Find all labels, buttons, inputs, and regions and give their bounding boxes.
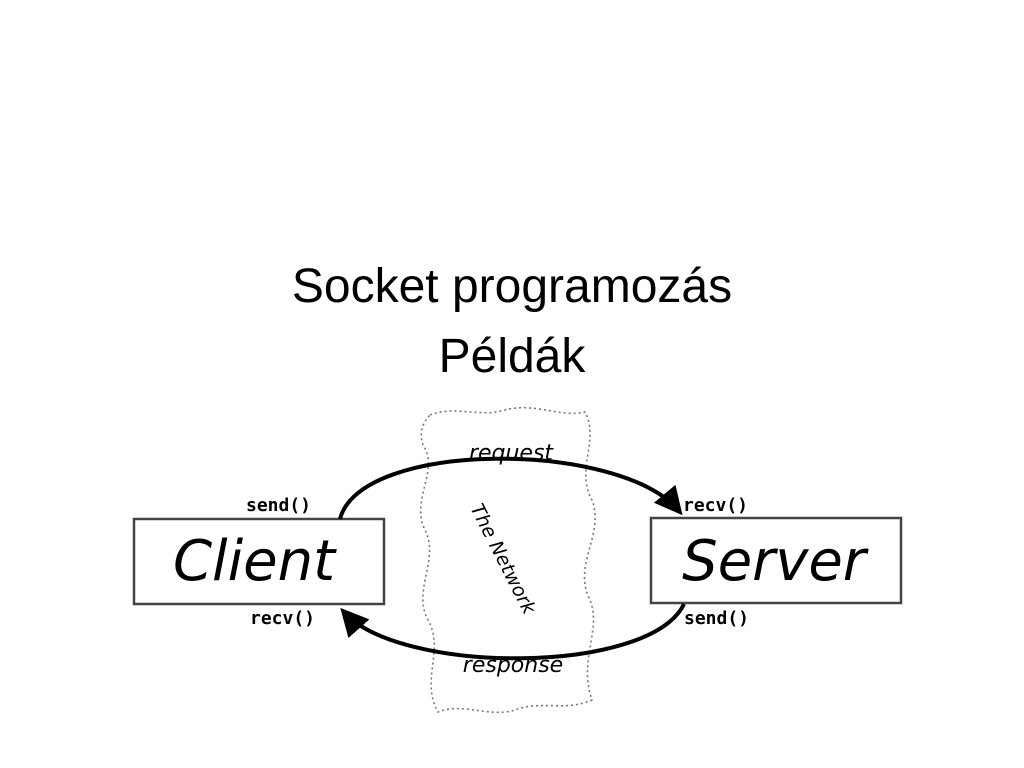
server-box [649, 516, 903, 605]
title-line-1: Socket programozás [291, 260, 733, 313]
client-send-label: send() [246, 495, 311, 516]
response-label: response [463, 653, 563, 678]
response-arrow [340, 603, 686, 661]
request-label: request [469, 441, 554, 466]
client-label: Client [173, 529, 337, 594]
client-recv-label: recv() [250, 608, 315, 629]
slide-title: Socket programozás Példák [0, 252, 1024, 392]
client-box [132, 517, 386, 606]
server-label: Server [682, 529, 869, 594]
network-label: The Network [466, 500, 541, 618]
title-line-2: Példák [438, 330, 586, 383]
server-send-label: send() [684, 608, 749, 629]
network-cloud [419, 406, 596, 714]
request-arrow [338, 456, 683, 520]
server-recv-label: recv() [683, 495, 748, 516]
